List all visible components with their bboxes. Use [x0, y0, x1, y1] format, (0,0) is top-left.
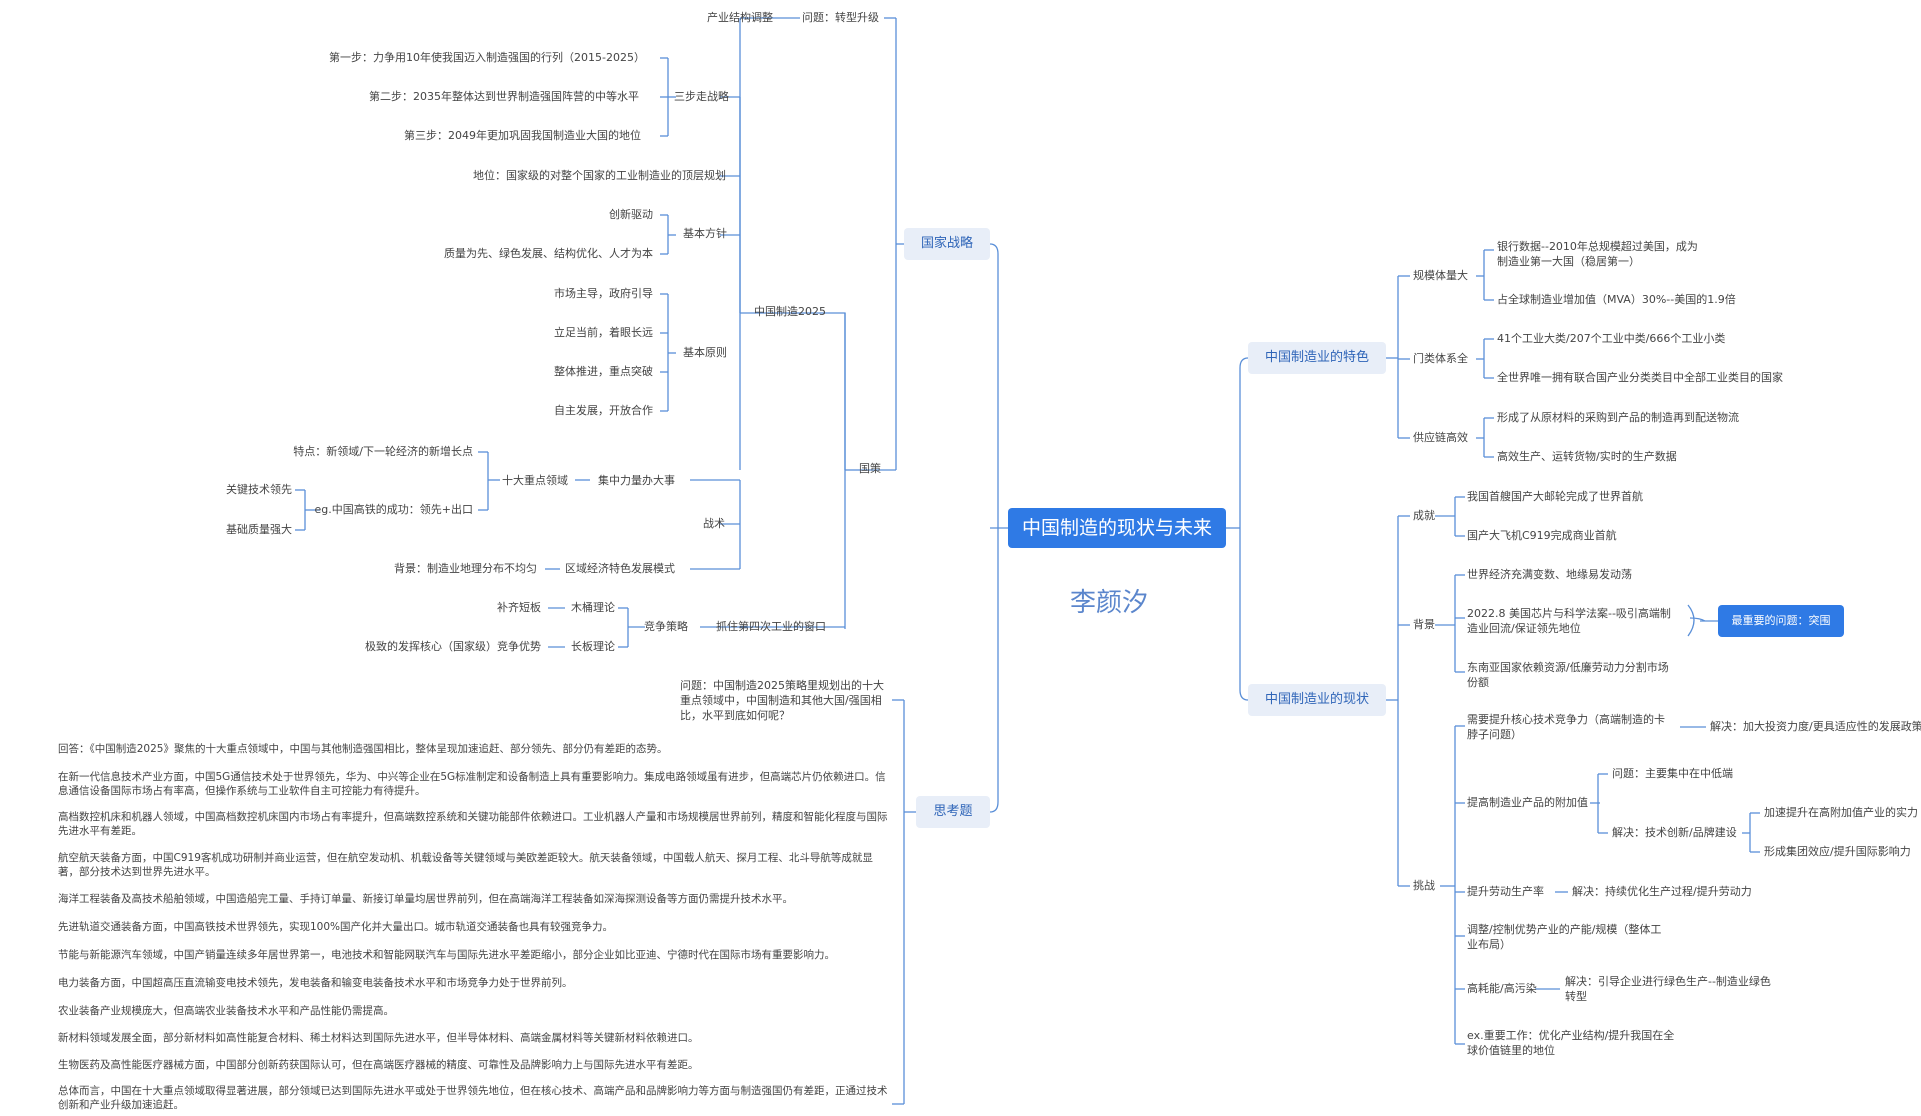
node-quality-first[interactable]: 质量为先、绿色发展、结构优化、人才为本 — [444, 247, 653, 260]
node-feature[interactable]: 特点：新领域/下一轮经济的新增长点 — [293, 445, 473, 458]
node-made-in-china-2025[interactable]: 中国制造2025 — [754, 305, 826, 318]
branch-status[interactable]: 中国制造业的现状 — [1248, 684, 1386, 716]
node-ch-2[interactable]: 提高制造业产品的附加值 — [1467, 796, 1588, 809]
node-ch-4[interactable]: 调整/控制优势产业的产能/规模（整体工业布局） — [1467, 923, 1662, 951]
thinking-answer-paragraph: 回答：《中国制造2025》聚焦的十大重点领域中，中国与其他制造强国相比，整体呈现… — [58, 743, 668, 755]
thinking-answer-paragraph: 电力装备方面，中国超高压直流输变电技术领先，发电装备和输变电装备技术水平和市场竞… — [58, 977, 573, 989]
node-long-desc[interactable]: 极致的发挥核心（国家级）竞争优势 — [365, 640, 541, 653]
branch-national-strategy[interactable]: 国家战略 — [904, 228, 990, 260]
node-short-desc[interactable]: 补齐短板 — [497, 601, 541, 614]
node-ch-2-s2[interactable]: 形成集团效应/提升国际影响力 — [1764, 845, 1911, 858]
node-tactics[interactable]: 战术 — [703, 517, 725, 530]
node-achievement[interactable]: 成就 — [1413, 509, 1435, 522]
node-step-1[interactable]: 第一步：力争用10年使我国迈入制造强国的行列（2015-2025） — [329, 51, 645, 64]
node-eg-tech[interactable]: 关键技术领先 — [226, 483, 292, 496]
node-ch-6[interactable]: ex.重要工作：优化产业结构/提升我国在全球价值链里的地位 — [1467, 1029, 1675, 1057]
node-eg-rail[interactable]: eg.中国高铁的成功：领先+出口 — [314, 503, 473, 516]
node-ch-2-problem[interactable]: 问题：主要集中在中低端 — [1612, 767, 1733, 780]
node-compete-strategy[interactable]: 竞争策略 — [644, 620, 688, 633]
thinking-answer-paragraph: 总体而言，中国在十大重点领域取得显著进展，部分领域已达到国际先进水平或处于世界领… — [58, 1085, 888, 1111]
node-ch-5-solution[interactable]: 解决：引导企业进行绿色生产--制造业绿色转型 — [1565, 975, 1771, 1003]
node-transform-problem[interactable]: 问题：转型升级 — [802, 11, 879, 24]
node-ach-1[interactable]: 我国首艘国产大邮轮完成了世界首航 — [1467, 490, 1643, 503]
node-ch-3[interactable]: 提升劳动生产率 — [1467, 885, 1544, 898]
node-step-2[interactable]: 第二步：2035年整体达到世界制造强国阵营的中等水平 — [369, 90, 639, 103]
node-principle-2[interactable]: 立足当前，着眼长远 — [554, 326, 653, 339]
node-bg-1[interactable]: 世界经济充满变数、地缘易发动荡 — [1467, 568, 1632, 581]
node-sup-1[interactable]: 形成了从原材料的采购到产品的制造再到配送物流 — [1497, 411, 1739, 424]
node-basic-principle[interactable]: 基本原则 — [683, 346, 727, 359]
node-cat-2[interactable]: 全世界唯一拥有联合国产业分类类目中全部工业类目的国家 — [1497, 371, 1783, 384]
connector-line — [830, 312, 846, 470]
branch-thinking[interactable]: 思考题 — [916, 796, 990, 828]
node-ten-fields[interactable]: 十大重点领域 — [502, 474, 568, 487]
connector-line — [989, 243, 999, 813]
node-ch-2-solve[interactable]: 解决：技术创新/品牌建设 — [1612, 826, 1737, 839]
node-focus[interactable]: 集中力量办大事 — [598, 474, 675, 487]
thinking-answer-paragraph: 高档数控机床和机器人领域，中国高档数控机床国内市场占有率提升，但高端数控系统和关… — [58, 811, 888, 837]
node-scale-1[interactable]: 银行数据--2010年总规模超过美国，成为制造业第一大国（稳居第一） — [1497, 240, 1698, 268]
node-bg-3[interactable]: 东南亚国家依赖资源/低廉劳动力分割市场份额 — [1467, 661, 1669, 689]
node-sup-2[interactable]: 高效生产、运转货物/实时的生产数据 — [1497, 450, 1677, 463]
node-fourth-revolution[interactable]: 抓住第四次工业的窗口 — [716, 620, 826, 633]
node-supply[interactable]: 供应链高效 — [1413, 431, 1468, 444]
node-principle-3[interactable]: 整体推进，重点突破 — [554, 365, 653, 378]
node-ch-1[interactable]: 需要提升核心技术竞争力（高端制造的卡脖子问题） — [1467, 713, 1665, 741]
node-principle-1[interactable]: 市场主导，政府引导 — [554, 287, 653, 300]
central-topic[interactable]: 中国制造的现状与未来 — [1008, 508, 1226, 548]
thinking-question[interactable]: 问题：中国制造2025策略里规划出的十大重点领域中，中国制造和其他大国/强国相比… — [680, 679, 884, 722]
node-ach-2[interactable]: 国产大飞机C919完成商业首航 — [1467, 529, 1617, 542]
thinking-answer-paragraph: 海洋工程装备及高技术船舶领域，中国造船完工量、手持订单量、新接订单量均居世界前列… — [58, 893, 793, 905]
thinking-answer-paragraph: 新材料领域发展全面，部分新材料如高性能复合材料、稀土材料达到国际先进水平，但半导… — [58, 1032, 699, 1044]
author-name: 李颜汐 — [1070, 588, 1149, 618]
node-three-steps[interactable]: 三步走战略 — [674, 90, 729, 103]
node-principle-4[interactable]: 自主发展，开放合作 — [554, 404, 653, 417]
node-challenge[interactable]: 挑战 — [1413, 879, 1435, 892]
node-scale-2[interactable]: 占全球制造业增加值（MVA）30%--美国的1.9倍 — [1497, 293, 1736, 306]
node-basic-policy[interactable]: 基本方针 — [683, 227, 727, 240]
node-industry-adjustment[interactable]: 产业结构调整 — [707, 11, 773, 24]
node-key-issue[interactable]: 最重要的问题：突围 — [1718, 605, 1844, 637]
node-ch-2-s1[interactable]: 加速提升在高附加值产业的实力 — [1764, 806, 1918, 819]
node-position[interactable]: 地位：国家级的对整个国家的工业制造业的顶层规划 — [473, 169, 726, 182]
node-innovation[interactable]: 创新驱动 — [609, 208, 653, 221]
node-eg-quality[interactable]: 基础质量强大 — [226, 523, 292, 536]
node-barrel-theory[interactable]: 木桶理论 — [571, 601, 615, 614]
node-regional[interactable]: 区域经济特色发展模式 — [565, 562, 675, 575]
node-step-3[interactable]: 第三步：2049年更加巩固我国制造业大国的地位 — [404, 129, 641, 142]
thinking-answer-paragraph: 节能与新能源汽车领域，中国产销量连续多年居世界第一，电池技术和智能网联汽车与国际… — [58, 949, 835, 961]
node-ch-5[interactable]: 高耗能/高污染 — [1467, 982, 1537, 995]
node-cat-1[interactable]: 41个工业大类/207个工业中类/666个工业小类 — [1497, 332, 1726, 345]
node-geo-background[interactable]: 背景：制造业地理分布不均匀 — [394, 562, 537, 575]
thinking-answer-paragraph: 在新一代信息技术产业方面，中国5G通信技术处于世界领先，华为、中兴等企业在5G标… — [58, 771, 886, 797]
thinking-answer-paragraph: 农业装备产业规模庞大，但高端农业装备技术水平和产品性能仍需提高。 — [58, 1005, 394, 1017]
node-background[interactable]: 背景 — [1413, 618, 1435, 631]
thinking-answer-paragraph: 先进轨道交通装备方面，中国高铁技术世界领先，实现100%国产化并大量出口。城市轨… — [58, 921, 614, 933]
branch-features[interactable]: 中国制造业的特色 — [1248, 342, 1386, 374]
node-ch-3-solution[interactable]: 解决：持续优化生产过程/提升劳动力 — [1572, 885, 1752, 898]
node-long-board[interactable]: 长板理论 — [571, 640, 615, 653]
node-ch-1-solution[interactable]: 解决：加大投资力度/更具适应性的发展政策 — [1710, 720, 1921, 733]
thinking-answer-paragraph: 航空航天装备方面，中国C919客机成功研制并商业运营，但在航空发动机、机载设备等… — [58, 852, 873, 878]
node-scale[interactable]: 规模体量大 — [1413, 269, 1468, 282]
node-categories[interactable]: 门类体系全 — [1413, 352, 1468, 365]
connector-line — [1239, 357, 1249, 701]
node-bg-2[interactable]: 2022.8 美国芯片与科学法案--吸引高端制造业回流/保证领先地位 — [1467, 607, 1671, 635]
connector-line — [1687, 604, 1695, 637]
thinking-answer-paragraph: 生物医药及高性能医疗器械方面，中国部分创新药获国际认可，但在高端医疗器械的精度、… — [58, 1059, 699, 1071]
node-national-policy[interactable]: 国策 — [859, 462, 881, 475]
